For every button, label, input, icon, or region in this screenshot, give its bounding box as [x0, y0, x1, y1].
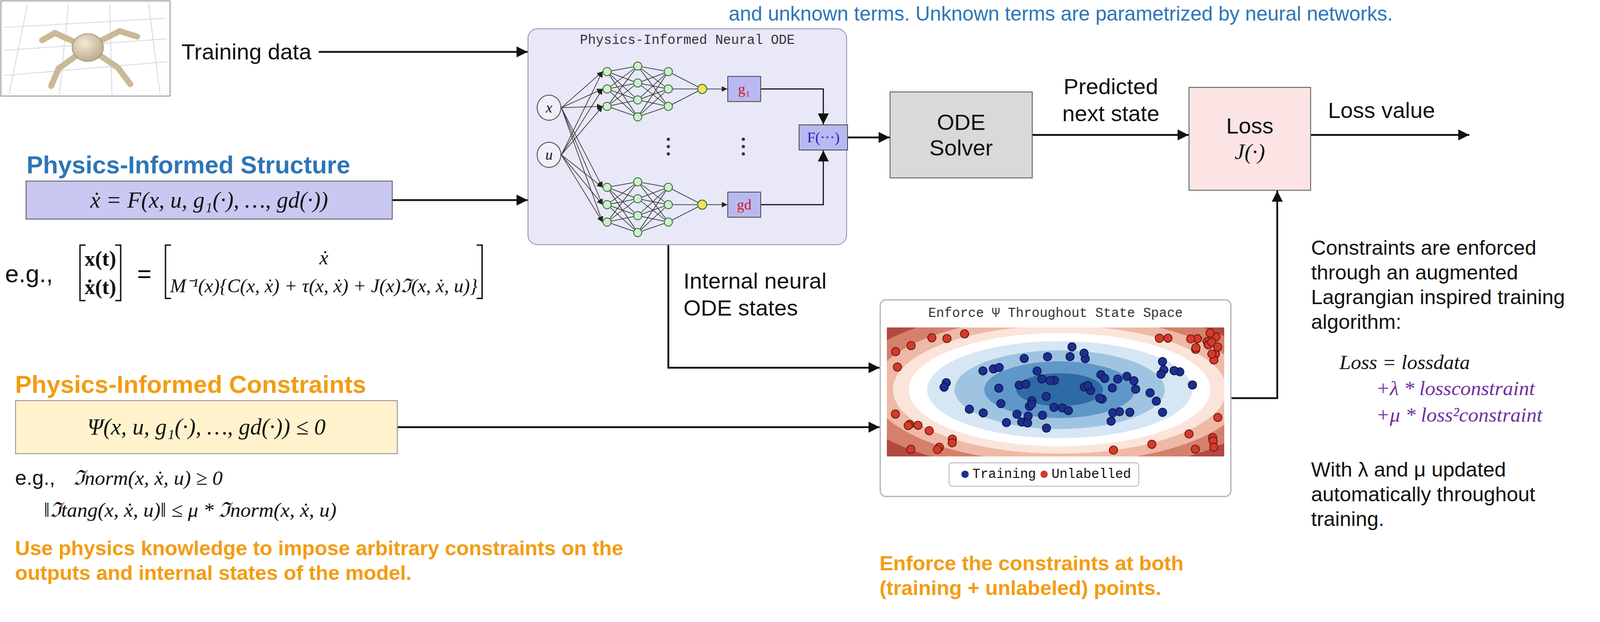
edge-label: Internal neural ODE states — [683, 267, 867, 322]
main-text: ODE Solver — [915, 109, 1008, 161]
input-circle: u — [536, 141, 562, 168]
annotation-text: = — [137, 258, 152, 289]
connector-arrow — [668, 245, 880, 368]
connector-arrow — [761, 89, 824, 125]
legend-text: Training — [972, 466, 1036, 482]
annotation-text: ℑnorm(x, ẋ, u) ≥ 0 — [73, 465, 223, 491]
heading-text: Physics-Informed Constraints — [15, 369, 367, 399]
annotation-text: Use physics knowledge to impose arbitrar… — [15, 535, 633, 586]
legend-item: Unlabelled — [1035, 466, 1131, 482]
neural-network — [561, 62, 746, 237]
annotation-text: Loss = lossdata — [1339, 349, 1470, 375]
connector-arrow — [1231, 190, 1278, 399]
ode-solver-box: ODE Solver — [889, 91, 1033, 179]
sym-text: F(···) — [806, 128, 840, 146]
annotation-text: ẋ(t) — [84, 274, 117, 300]
legend-swatch — [1040, 470, 1048, 478]
annotation-text: +λ * lossconstraint — [1376, 375, 1535, 401]
formula-text: ẋ = F(x, u, g₁(·), …, gd(·)) — [90, 186, 328, 214]
heading-text: Physics-Informed Structure — [26, 150, 351, 179]
legend-swatch — [961, 470, 969, 478]
model-function-box: F(···) — [798, 124, 848, 151]
annotation-text: Training data — [181, 38, 312, 66]
math-text: J(·) — [1234, 138, 1266, 165]
input-circle: x — [536, 94, 562, 121]
legend-item: Training — [956, 466, 1036, 482]
loss-box: LossJ(·) — [1188, 86, 1312, 191]
robot-illustration — [0, 0, 171, 96]
sym-text: x — [545, 99, 553, 117]
annotation-text: ẋ — [319, 245, 329, 271]
subnet-output-box: gd — [727, 191, 762, 218]
title-text: Enforce Ψ Throughout State Space — [923, 302, 1188, 325]
output-arrow — [1311, 133, 1470, 136]
annotation-text: Constraints are enforced through an augm… — [1311, 235, 1586, 335]
annotation-text: e.g., — [5, 258, 54, 289]
annotation-text: Enforce the constraints at both (trainin… — [879, 550, 1255, 601]
input-arrow — [318, 50, 528, 53]
contour-plot — [886, 327, 1225, 457]
connector-arrow — [761, 150, 824, 205]
connector-arrow — [397, 426, 880, 428]
annotation-text: x(t) — [84, 245, 117, 272]
connector-arrow — [392, 199, 528, 202]
sym-text: u — [545, 146, 553, 164]
annotation-text: and unknown terms. Unknown terms are par… — [728, 1, 1393, 27]
sym-text: gd — [736, 196, 752, 214]
annotation-text: M⁻¹(x){C(x, ẋ) + τ(x, ẋ) + J(x)ℑ(x, ẋ, u… — [170, 274, 478, 298]
connector-arrow — [1032, 133, 1189, 136]
annotation-text: ‖ℑtang(x, ẋ, u)‖ ≤ μ * ℑnorm(x, ẋ, u) — [43, 497, 337, 523]
annotation-text: With λ and μ updated automatically throu… — [1311, 457, 1586, 532]
neural-ode-box: Physics-Informed Neural ODE x u g₁ gd F(···) — [527, 28, 848, 246]
formula-text: Ψ(x, u, g₁(·), …, gd(·)) ≤ 0 — [87, 413, 326, 441]
sym-text: g₁ — [737, 80, 751, 98]
connector-arrow — [847, 136, 890, 139]
annotation-text: +μ * loss²constraint — [1376, 402, 1543, 427]
structure-box: Physics-Informed Structureẋ = F(x, u, g₁… — [25, 180, 393, 220]
legend: Training Unlabelled — [948, 462, 1140, 487]
annotation-text: e.g., — [15, 465, 56, 491]
annotation-text: Loss value — [1328, 96, 1435, 124]
subnet-output-box: g₁ — [727, 75, 762, 102]
title-text: Physics-Informed Neural ODE — [575, 29, 800, 52]
edge-label: Predicted next state — [1042, 73, 1180, 128]
legend-text: Unlabelled — [1051, 466, 1131, 482]
main-text: Loss — [1226, 112, 1274, 139]
constraint-box: Physics-Informed ConstraintsΨ(x, u, g₁(·… — [15, 400, 398, 454]
